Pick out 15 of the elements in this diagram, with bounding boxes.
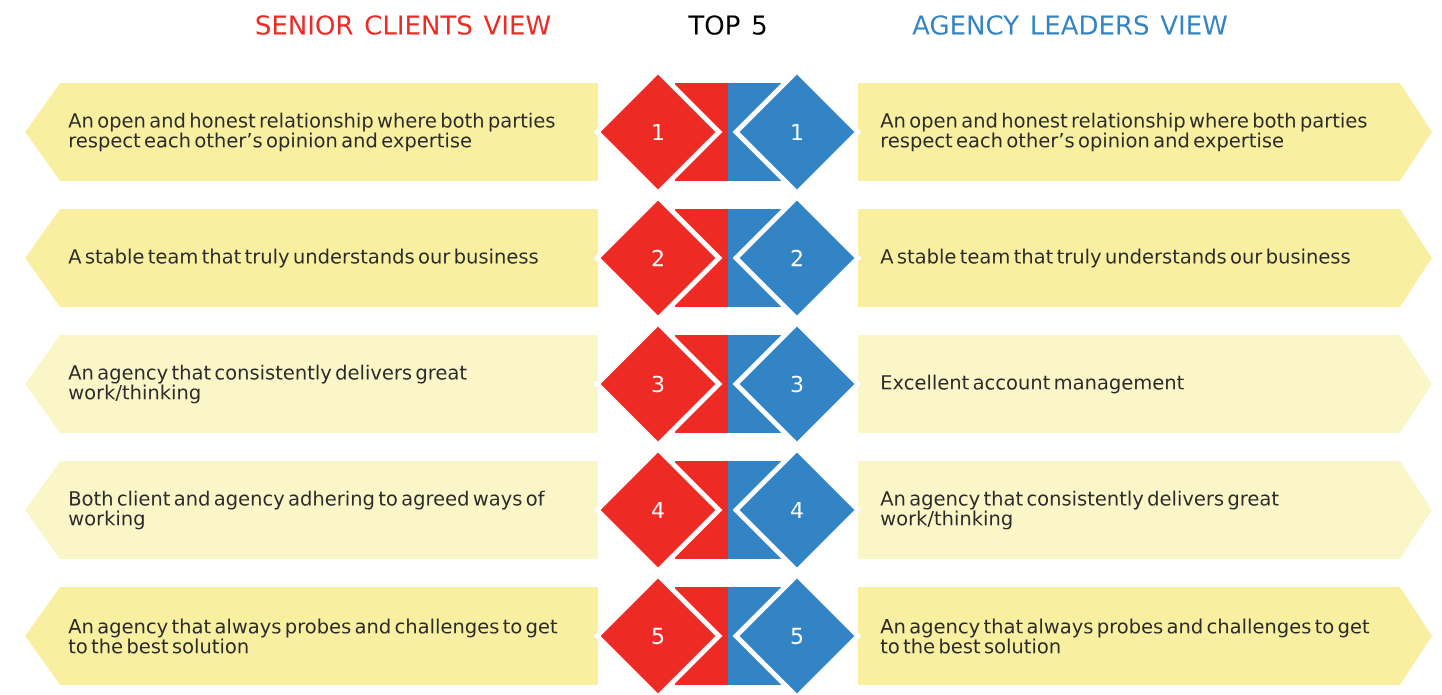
- arrow-band: A stable team that truly understands our business: [858, 209, 1432, 307]
- arrow-band: A stable team that truly understands our business: [25, 209, 598, 307]
- arrow-band: An agency that always probes and challenges to get to the best solution: [25, 587, 598, 685]
- arrow-band: An open and honest relationship where both parties respect each other’s opinion and expertise: [858, 83, 1432, 181]
- arrow-band: An open and honest relationship where both parties respect each other’s opinion and expertise: [25, 83, 598, 181]
- arrow-band: Both client and agency adhering to agreed ways of working: [25, 461, 598, 559]
- column-heading: AGENCY LEADERS VIEW: [912, 15, 1228, 35]
- arrow-band: Excellent account management: [858, 335, 1432, 433]
- column-heading: TOP 5: [688, 15, 766, 35]
- node-label: 5: [791, 627, 803, 645]
- arrow-band: An agency that always probes and challenges to get to the best solution: [858, 587, 1432, 685]
- column-heading: SENIOR CLIENTS VIEW: [256, 15, 551, 35]
- arrow-band: An agency that consistently delivers great work/thinking: [858, 461, 1432, 559]
- arrow-band: An agency that consistently delivers great work/thinking: [25, 335, 598, 433]
- node-label: 5: [652, 627, 664, 645]
